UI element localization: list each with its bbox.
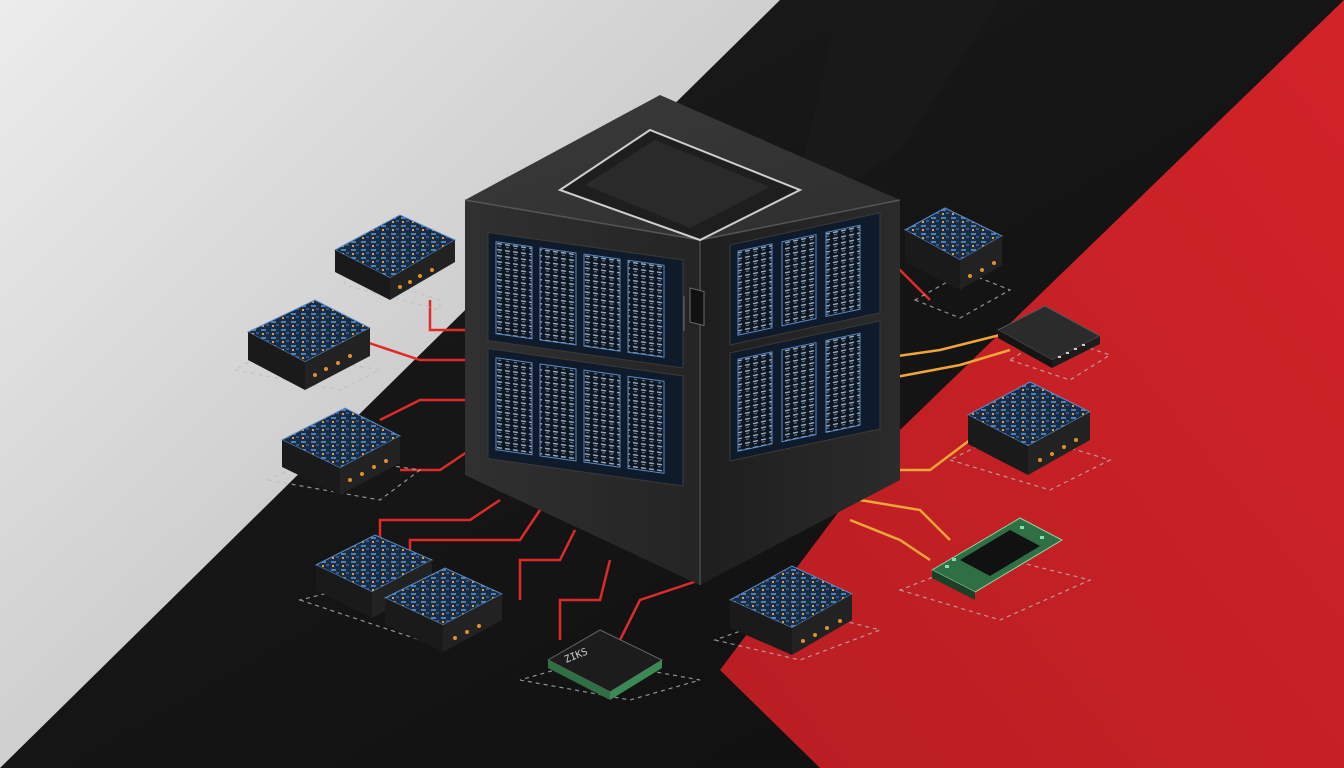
server-cube [464,95,901,585]
left-rack-panels [487,232,684,487]
module-6 [728,565,854,655]
module-2 [246,299,372,390]
module-3 [280,407,402,495]
right-rack-panels [729,212,881,462]
module-7 [903,207,1004,290]
module-1 [333,214,457,300]
module-8 [966,381,1092,475]
circuit-board-right [930,517,1064,600]
module-5 [383,567,504,652]
chip-module-bottom: ZIKS [546,629,664,700]
network-switch [996,305,1102,368]
network-modules: ZIKS [246,207,1102,700]
